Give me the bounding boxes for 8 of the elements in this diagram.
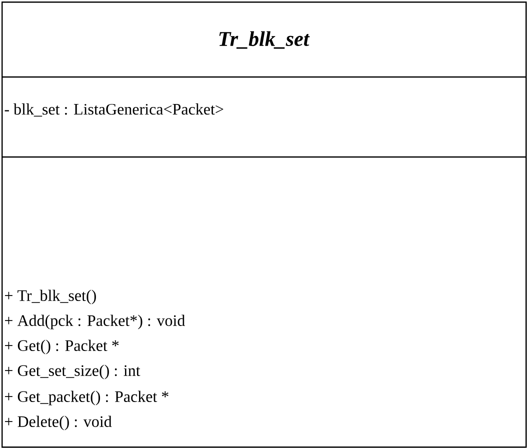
attribute-text: - blk_set : ListaGenerica<Packet>: [4, 103, 224, 117]
method-text: + Get_packet() : Packet *: [5, 390, 168, 406]
method-text: + Tr_blk_set(): [5, 290, 96, 304]
method-text: + Get() : Packet *: [5, 340, 119, 354]
method-text: + Delete() : void: [5, 416, 112, 430]
method-text: + Add(pck : Packet*) : void: [5, 314, 185, 330]
class-name: Tr_blk_set: [219, 31, 310, 49]
method-text: + Get_set_size() : int: [5, 364, 140, 380]
